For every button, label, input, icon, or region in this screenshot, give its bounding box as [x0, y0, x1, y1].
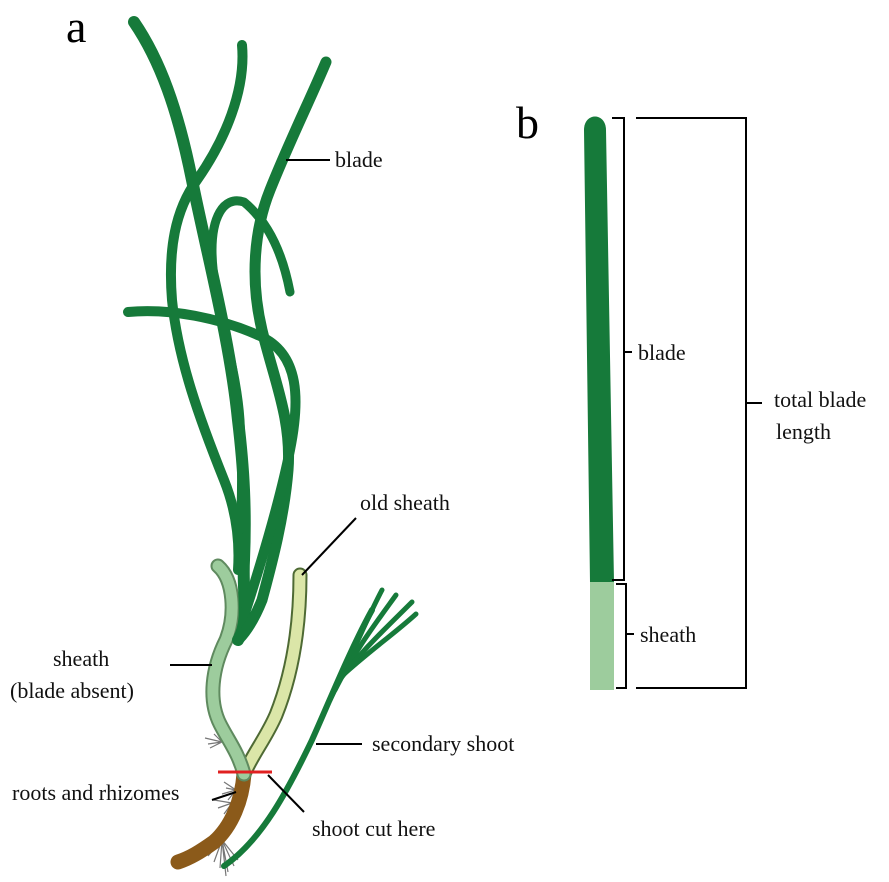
label-sheath-a: sheath [53, 646, 109, 671]
panel-b: b blade sheath total blade length [516, 97, 866, 690]
leaf-blades [128, 22, 326, 640]
panel-a: a [10, 1, 514, 876]
label-blade-a: blade [335, 147, 383, 172]
label-sheath-b: sheath [640, 622, 696, 647]
rhizome [178, 774, 244, 862]
panel-a-letter: a [66, 1, 86, 52]
label-roots-rhizomes: roots and rhizomes [12, 780, 179, 805]
blade-b [584, 117, 614, 583]
label-blade-b: blade [638, 340, 686, 365]
label-old-sheath: old sheath [360, 490, 450, 515]
label-length: length [776, 419, 831, 444]
panel-b-letter: b [516, 97, 539, 148]
panel-b-brackets [612, 118, 762, 688]
label-blade-absent: (blade absent) [10, 678, 134, 703]
label-secondary-shoot: secondary shoot [372, 731, 514, 756]
panel-a-leaders [170, 160, 362, 812]
sheath-b [590, 582, 614, 690]
label-shoot-cut: shoot cut here [312, 816, 435, 841]
label-total-blade: total blade [774, 387, 866, 412]
